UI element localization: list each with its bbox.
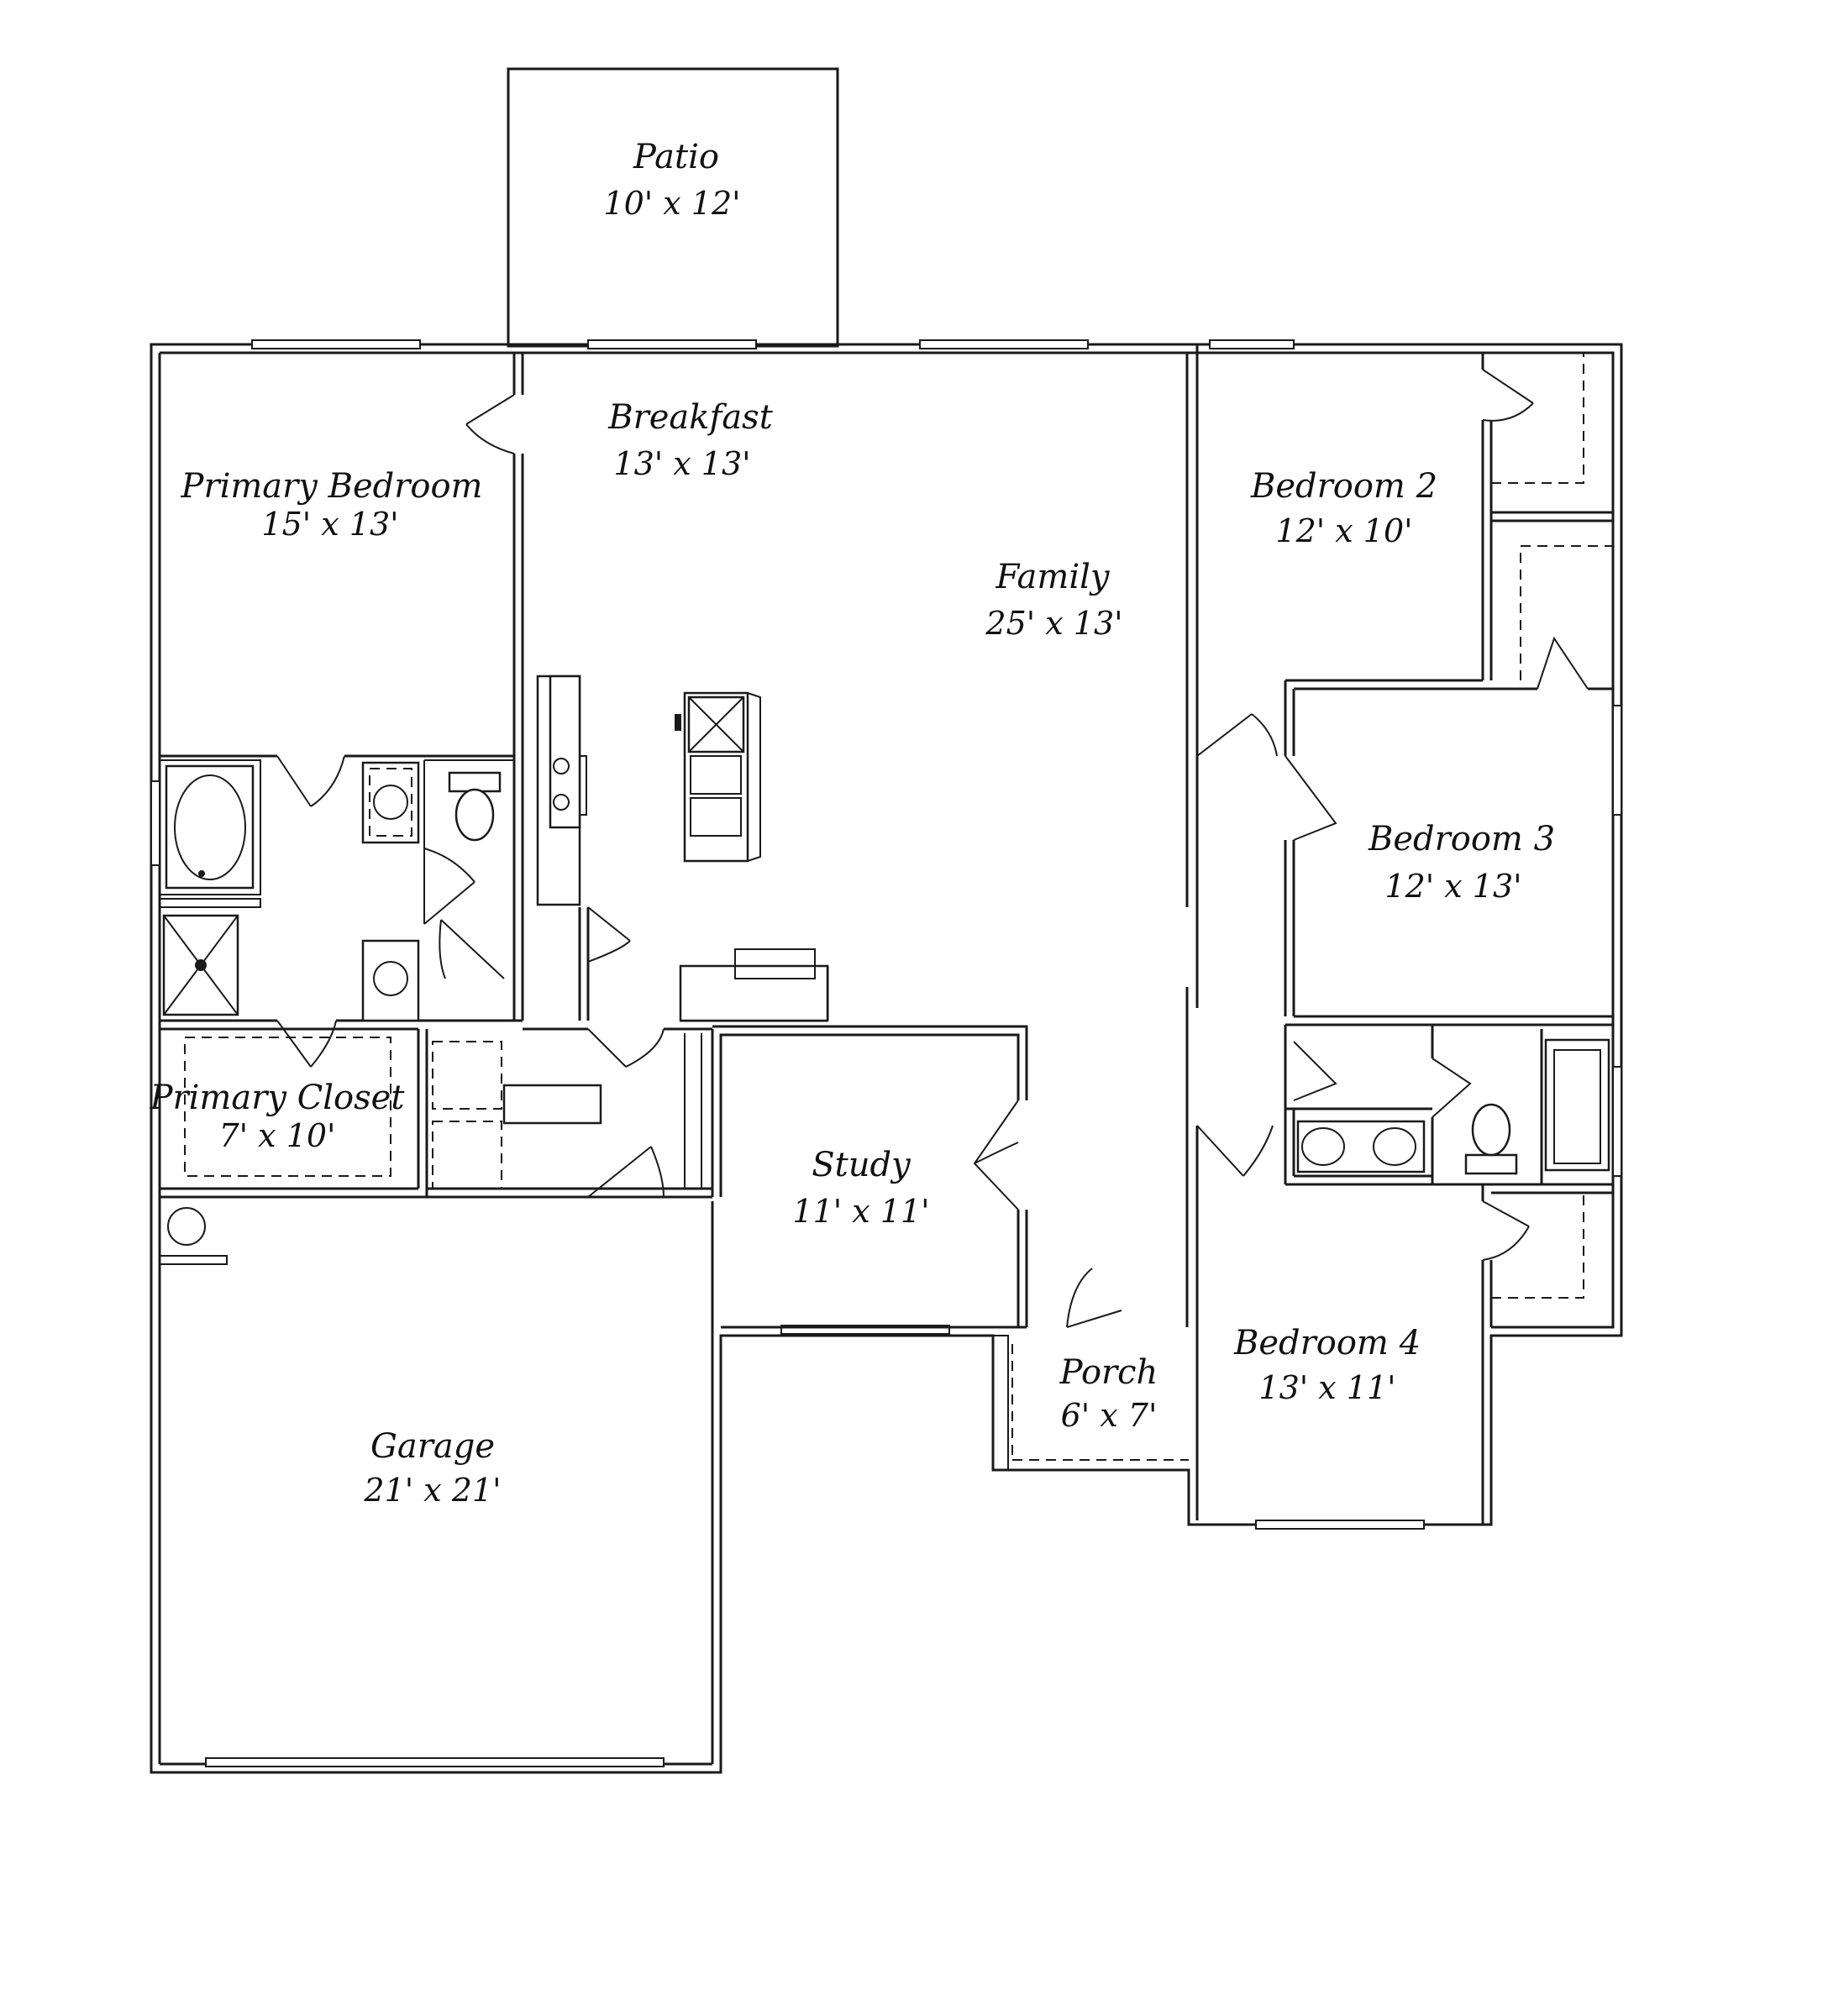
garage-size: 21' x 21' bbox=[363, 1472, 501, 1509]
interior-walls bbox=[159, 344, 1613, 1525]
toilet-icon bbox=[448, 771, 1518, 1175]
sink-icon bbox=[361, 761, 1426, 1173]
patio-label: Patio bbox=[633, 138, 719, 176]
family-size: 25' x 13' bbox=[985, 605, 1122, 642]
shower-icon bbox=[162, 914, 239, 1016]
study-label: Study bbox=[812, 1146, 911, 1184]
tub-2-icon bbox=[1544, 1038, 1610, 1172]
bedroom-2-size: 12' x 10' bbox=[1275, 512, 1412, 549]
water-heater-icon bbox=[159, 948, 829, 1265]
primary-closet-label: Primary Closet bbox=[150, 1079, 406, 1117]
bedroom-4-label: Bedroom 4 bbox=[1233, 1324, 1421, 1362]
breakfast-label: Breakfast bbox=[607, 398, 773, 437]
bedroom-2-label: Bedroom 2 bbox=[1250, 467, 1437, 506]
doors bbox=[276, 369, 1589, 1328]
tub-icon bbox=[165, 764, 255, 890]
primary-bedroom-label: Primary Bedroom bbox=[181, 467, 483, 506]
bedroom-3-size: 12' x 13' bbox=[1384, 868, 1521, 905]
primary-closet-size: 7' x 10' bbox=[218, 1117, 335, 1154]
study-size: 11' x 11' bbox=[792, 1193, 929, 1230]
range-icon bbox=[536, 675, 587, 906]
primary-bedroom-size: 15' x 13' bbox=[261, 506, 398, 543]
bedroom-3-label: Bedroom 3 bbox=[1368, 820, 1555, 858]
kitchen-sink-icon bbox=[675, 691, 761, 863]
windows bbox=[150, 339, 1622, 1767]
garage-label: Garage bbox=[370, 1427, 495, 1466]
family-label: Family bbox=[996, 558, 1111, 596]
porch-size: 6' x 7' bbox=[1061, 1397, 1158, 1434]
exterior-walls bbox=[150, 343, 1623, 1774]
bedroom-4-size: 13' x 11' bbox=[1258, 1369, 1395, 1406]
breakfast-size: 13' x 13' bbox=[613, 445, 750, 482]
patio-size: 10' x 12' bbox=[603, 185, 740, 222]
room-labels: Patio 10' x 12' Breakfast 13' x 13' Prim… bbox=[150, 138, 1555, 1509]
porch-label: Porch bbox=[1059, 1353, 1158, 1392]
closet-shelving bbox=[184, 353, 1613, 1299]
